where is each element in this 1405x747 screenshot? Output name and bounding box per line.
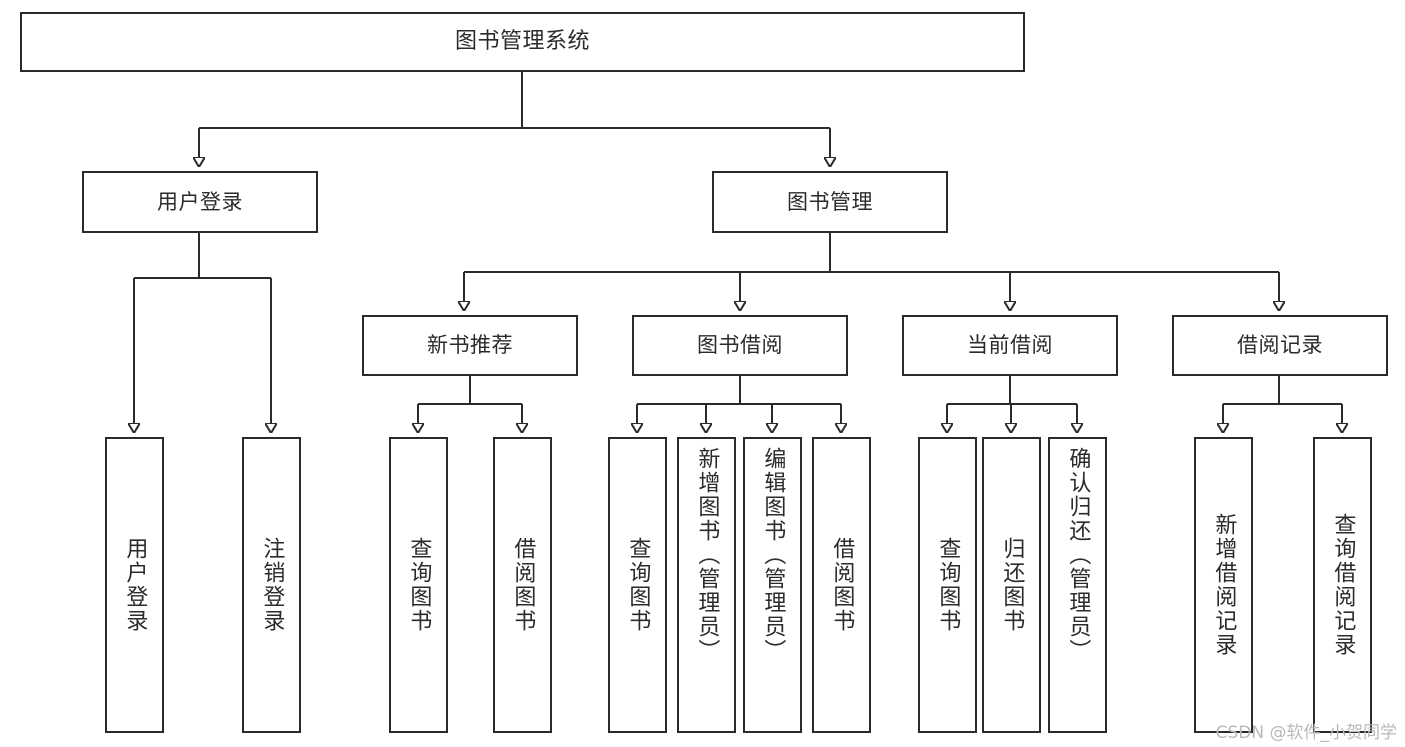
node-root-label: 图书管理系统: [454, 29, 590, 55]
node-book-management-label: 图书管理: [787, 189, 873, 214]
leaf-new-book-borrow[interactable]: 借阅图书: [493, 437, 552, 733]
leaf-user-login-login-label: 用户登录: [122, 537, 148, 633]
node-root[interactable]: 图书管理系统: [20, 12, 1025, 72]
leaf-borrow-add-book-admin[interactable]: 新增图书（管理员）: [677, 437, 736, 733]
leaf-borrow-edit-book-admin[interactable]: 编辑图书（管理员）: [743, 437, 802, 733]
node-book-borrow-label: 图书借阅: [697, 333, 783, 358]
node-user-login[interactable]: 用户登录: [82, 171, 318, 233]
leaf-user-login-logout[interactable]: 注销登录: [242, 437, 301, 733]
leaf-current-return-book-label: 归还图书: [999, 537, 1025, 633]
node-borrow-records-label: 借阅记录: [1237, 333, 1323, 358]
leaf-current-confirm-return-admin-label: 确认归还（管理员）: [1065, 447, 1091, 663]
leaf-user-login-logout-label: 注销登录: [259, 537, 285, 633]
leaf-user-login-login[interactable]: 用户登录: [105, 437, 164, 733]
leaf-borrow-query-book[interactable]: 查询图书: [608, 437, 667, 733]
node-book-borrow[interactable]: 图书借阅: [632, 315, 848, 376]
node-user-login-label: 用户登录: [157, 189, 243, 214]
leaf-current-return-book[interactable]: 归还图书: [982, 437, 1041, 733]
node-current-borrow-label: 当前借阅: [967, 333, 1053, 358]
leaf-new-book-borrow-label: 借阅图书: [510, 537, 536, 633]
leaf-current-confirm-return-admin[interactable]: 确认归还（管理员）: [1048, 437, 1107, 733]
node-book-management[interactable]: 图书管理: [712, 171, 948, 233]
node-current-borrow[interactable]: 当前借阅: [902, 315, 1118, 376]
leaf-records-query-record-label: 查询借阅记录: [1330, 513, 1356, 657]
leaf-records-query-record[interactable]: 查询借阅记录: [1313, 437, 1372, 733]
leaf-borrow-borrow-book-label: 借阅图书: [829, 537, 855, 633]
leaf-new-book-query[interactable]: 查询图书: [389, 437, 448, 733]
leaf-borrow-borrow-book[interactable]: 借阅图书: [812, 437, 871, 733]
leaf-records-add-record-label: 新增借阅记录: [1211, 513, 1237, 657]
leaf-records-add-record[interactable]: 新增借阅记录: [1194, 437, 1253, 733]
leaf-new-book-query-label: 查询图书: [406, 537, 432, 633]
node-new-book-recommend-label: 新书推荐: [427, 333, 513, 358]
leaf-borrow-edit-book-admin-label: 编辑图书（管理员）: [760, 447, 786, 663]
leaf-borrow-add-book-admin-label: 新增图书（管理员）: [694, 447, 720, 663]
leaf-borrow-query-book-label: 查询图书: [625, 537, 651, 633]
node-new-book-recommend[interactable]: 新书推荐: [362, 315, 578, 376]
csdn-watermark: CSDN @软件_小贺同学: [1215, 723, 1397, 743]
node-borrow-records[interactable]: 借阅记录: [1172, 315, 1388, 376]
leaf-current-query-book[interactable]: 查询图书: [918, 437, 977, 733]
leaf-current-query-book-label: 查询图书: [935, 537, 961, 633]
